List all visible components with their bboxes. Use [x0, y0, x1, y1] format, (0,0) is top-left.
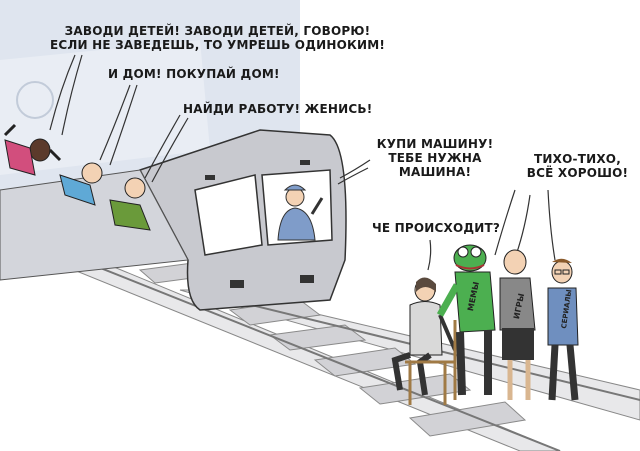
speech-car-line2: ТЕБЕ НУЖНА — [388, 150, 482, 165]
bald-man — [499, 249, 536, 400]
train — [0, 129, 347, 311]
pepe-frog — [436, 244, 496, 396]
speech-car-line1: КУПИ МАШИНУ! — [376, 137, 494, 151]
speech-calm: ТИХО-ТИХО, ВСЁ ХОРОШО! — [520, 152, 635, 181]
speech-calm-line2: ВСЁ ХОРОШО! — [526, 165, 629, 180]
speech-car-line3: МАШИНА! — [398, 164, 472, 179]
speech-kids: ЗАВОДИ ДЕТЕЙ! ЗАВОДИ ДЕТЕЙ, ГОВОРЮ! ЕСЛИ… — [40, 24, 395, 53]
passenger-2 — [48, 148, 103, 206]
sitting-person — [391, 277, 457, 405]
passenger-1 — [3, 123, 51, 176]
tunnel-light — [16, 81, 54, 119]
glasses-man — [547, 258, 579, 401]
speech-job: НАЙДИ РАБОТУ! ЖЕНИСЬ! — [183, 102, 373, 116]
speech-what: ЧЕ ПРОИСХОДИТ? — [372, 221, 501, 235]
speech-calm-line1: ТИХО-ТИХО, — [534, 152, 621, 166]
tunnel-streak — [0, 40, 210, 175]
speech-car: КУПИ МАШИНУ! ТЕБЕ НУЖНА МАШИНА! — [375, 137, 495, 179]
passenger-3 — [109, 177, 151, 231]
speech-house: И ДОМ! ПОКУПАЙ ДОМ! — [108, 67, 280, 81]
speech-kids-line2: ЕСЛИ НЕ ЗАВЕДЕШЬ, ТО УМРЕШЬ ОДИНОКИМ! — [49, 37, 386, 52]
speech-kids-line1: ЗАВОДИ ДЕТЕЙ! ЗАВОДИ ДЕТЕЙ, ГОВОРЮ! — [64, 24, 371, 38]
speech-tails — [49, 54, 556, 271]
